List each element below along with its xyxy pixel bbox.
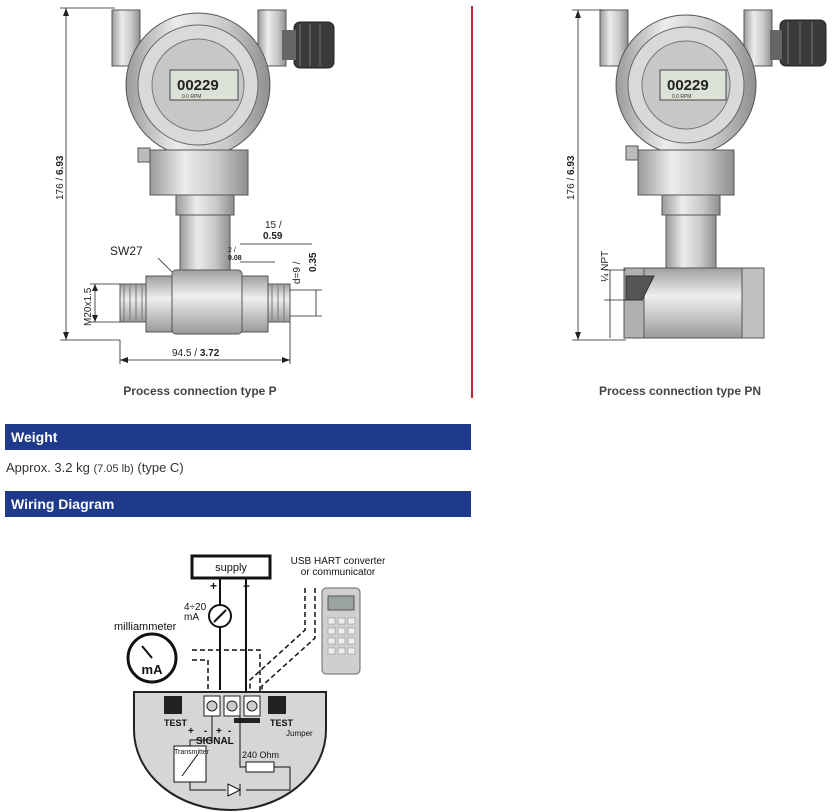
housing	[111, 9, 335, 271]
usb-label-1: USB HART converter	[291, 556, 386, 567]
drawing-type-pn: 00229 0.0 RPM 176 / 6.93 ¼ NPT	[566, 9, 827, 341]
npt-label: ¼ NPT	[599, 251, 611, 282]
thread-label: M20x1.5	[83, 287, 94, 326]
term-minus: -	[204, 726, 207, 737]
transmitter-label: Transmitter	[174, 749, 210, 756]
wiring-diagram: supply + − USB HART converter or communi…	[114, 554, 386, 811]
test-left: TEST	[164, 718, 188, 728]
dim-008: 0.08	[228, 255, 242, 262]
wires	[219, 578, 247, 698]
dim-d9: d=9 /	[292, 261, 303, 284]
internal-wiring	[189, 716, 291, 791]
ma-unit: mA	[184, 612, 199, 623]
hart-wires	[192, 588, 316, 698]
display-value: 00229	[177, 77, 219, 94]
dimension-arrows-pn	[575, 10, 581, 340]
caption-type-pn: Process connection type PN	[598, 384, 762, 398]
meter-label: mA	[142, 662, 164, 677]
dimension-arrows	[63, 8, 290, 363]
supply-box	[190, 554, 272, 580]
dimension-lines	[60, 7, 322, 364]
dim-035: 0.35	[308, 252, 319, 272]
supply-label: supply	[215, 562, 247, 574]
drawing-type-p: 00229 0.0 RPM 176	[55, 7, 335, 364]
usb-label-2: or communicator	[301, 567, 376, 578]
resistor	[245, 761, 275, 773]
wrench-size: SW27	[110, 244, 143, 258]
dim-2: 2 /	[228, 247, 236, 254]
dim-059: 0.59	[263, 231, 283, 242]
wiring-heading: Wiring Diagram	[5, 491, 471, 517]
term-plus-2: +	[216, 726, 222, 737]
divider	[471, 6, 473, 398]
term-plus: +	[188, 726, 194, 737]
supply-plus: +	[210, 579, 217, 593]
signal-label: SIGNAL	[196, 736, 234, 747]
display-unit: 0.0 RPM	[182, 94, 201, 100]
milliammeter-label: milliammeter	[114, 621, 177, 633]
dimension-lines-pn	[572, 9, 626, 341]
ohm-label: 240 Ohm	[242, 750, 279, 760]
weight-heading: Weight	[5, 424, 471, 450]
housing-pn	[599, 9, 827, 339]
hart-communicator	[321, 587, 361, 675]
display-value-pn: 00229	[667, 77, 709, 94]
ma-range: 4÷20	[184, 602, 207, 613]
height-dimension-pn: 176 / 6.93	[566, 155, 577, 200]
diode-icon	[227, 783, 242, 797]
width-dimension: 94.5 / 3.72	[172, 348, 220, 359]
process-body	[119, 269, 291, 335]
caption-type-p: Process connection type P	[123, 384, 277, 398]
test-right: TEST	[270, 718, 294, 728]
weight-text: Approx. 3.2 kg (7.05 lb) (type C)	[6, 460, 184, 475]
display-unit-pn: 0.0 RPM	[672, 94, 691, 100]
dim-15: 15 /	[265, 220, 282, 231]
jumper-label: Jumper	[286, 729, 313, 738]
height-dimension: 176 / 6.93	[55, 155, 66, 200]
term-minus-2: -	[228, 726, 231, 737]
terminal-block	[164, 695, 286, 723]
